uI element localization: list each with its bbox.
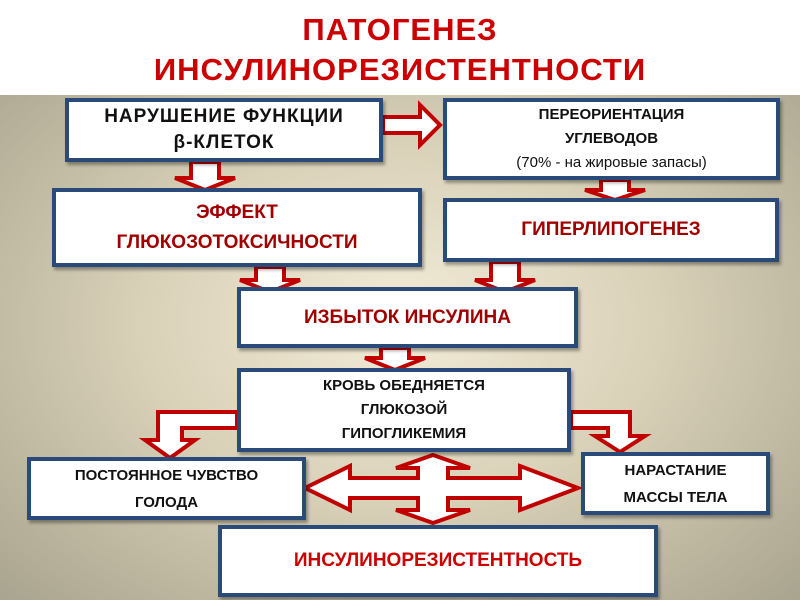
box-weight-gain: НАРАСТАНИЕ МАССЫ ТЕЛА xyxy=(581,452,770,515)
box-text: β-КЛЕТОК xyxy=(173,132,275,153)
box-text: КРОВЬ ОБЕДНЯЕТСЯ xyxy=(323,377,485,394)
box-glucotoxicity: ЭФФЕКТ ГЛЮКОЗОТОКСИЧНОСТИ xyxy=(52,188,422,267)
slide-title-line2: ИНСУЛИНОРЕЗИСТЕНТНОСТИ xyxy=(153,52,647,87)
arrow-bend-left-icon xyxy=(138,410,239,461)
box-text: ЭФФЕКТ xyxy=(196,201,278,223)
arrow-down-icon xyxy=(584,178,646,203)
box-carbohydrate-reorientation: ПЕРЕОРИЕНТАЦИЯ УГЛЕВОДОВ (70% - на жиров… xyxy=(443,98,780,180)
arrow-down-icon xyxy=(239,265,301,295)
slide-title-line1: ПАТОГЕНЕЗ xyxy=(302,12,498,47)
arrow-down-icon xyxy=(474,260,536,295)
box-text: ГЛЮКОЗОЙ xyxy=(360,401,448,418)
box-beta-cell-dysfunction: НАРУШЕНИЕ ФУНКЦИИ β-КЛЕТОК xyxy=(65,98,383,162)
box-text: НАРУШЕНИЕ ФУНКЦИИ xyxy=(104,106,344,127)
four-way-arrow-icon xyxy=(300,452,584,526)
box-constant-hunger: ПОСТОЯННОЕ ЧУВСТВО ГОЛОДА xyxy=(27,457,306,520)
box-text: ГЛЮКОЗОТОКСИЧНОСТИ xyxy=(116,231,358,253)
arrow-down-icon xyxy=(174,160,236,193)
box-text: ИЗБЫТОК ИНСУЛИНА xyxy=(304,306,511,328)
box-text: ГИПЕРЛИПОГЕНЕЗ xyxy=(521,219,701,240)
box-text: ПОСТОЯННОЕ ЧУВСТВО xyxy=(74,466,259,484)
box-text: УГЛЕВОДОВ xyxy=(564,130,659,147)
box-hypoglycemia: КРОВЬ ОБЕДНЯЕТСЯ ГЛЮКОЗОЙ ГИПОГЛИКЕМИЯ xyxy=(237,368,571,452)
box-text: ИНСУЛИНОРЕЗИСТЕНТНОСТЬ xyxy=(293,550,583,571)
arrow-right-icon xyxy=(381,100,443,150)
box-hyperlipogenesis: ГИПЕРЛИПОГЕНЕЗ xyxy=(443,198,779,262)
box-text: ПЕРЕОРИЕНТАЦИЯ xyxy=(538,106,685,123)
box-insulin-resistance: ИНСУЛИНОРЕЗИСТЕНТНОСТЬ xyxy=(218,525,658,597)
box-text: МАССЫ ТЕЛА xyxy=(623,488,728,506)
arrow-bend-right-icon xyxy=(569,410,652,455)
box-text: (70% - на жировые запасы) xyxy=(516,154,707,171)
box-text: НАРАСТАНИЕ xyxy=(624,461,727,479)
box-excess-insulin: ИЗБЫТОК ИНСУЛИНА xyxy=(237,287,578,348)
box-text: ГОЛОДА xyxy=(134,493,199,511)
box-text: ГИПОГЛИКЕМИЯ xyxy=(341,425,467,442)
arrow-down-icon xyxy=(364,346,426,373)
